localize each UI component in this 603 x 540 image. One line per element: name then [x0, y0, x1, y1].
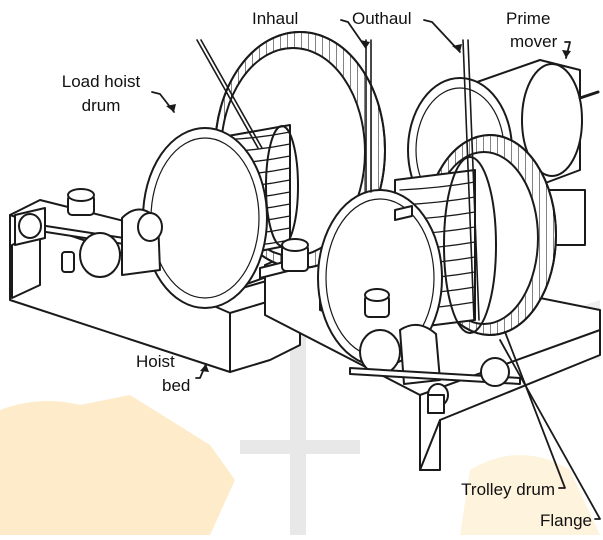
label-prime-mover-line2: mover: [510, 32, 558, 51]
leader-lines: [151, 19, 601, 520]
label-trolley-drum: Trolley drum: [461, 480, 555, 499]
hoist-shaft: [14, 188, 163, 278]
leader-arrows: [166, 40, 571, 372]
trolley-shaft: [259, 238, 521, 414]
label-inhaul: Inhaul: [252, 9, 299, 28]
label-outhaul: Outhaul: [352, 9, 412, 28]
label-prime-mover-line1: Prime: [506, 9, 551, 28]
label-hoist-bed-line2: bed: [162, 376, 191, 395]
load-hoist-drum: [142, 39, 299, 309]
label-load-hoist-drum-line1: Load hoist: [61, 72, 141, 91]
haul-ropes: [365, 39, 480, 321]
label-flange: Flange: [540, 511, 592, 530]
label-load-hoist-drum-line2: drum: [81, 96, 121, 115]
label-hoist-bed-line1: Hoist: [136, 352, 175, 371]
